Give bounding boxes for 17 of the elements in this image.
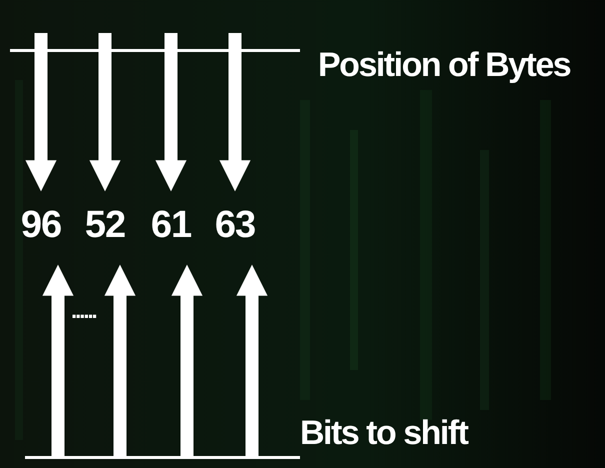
arrow bbox=[42, 264, 74, 456]
arrow bbox=[25, 33, 57, 192]
arrow bbox=[155, 33, 187, 192]
arrow bbox=[171, 264, 203, 456]
arrow bbox=[236, 264, 268, 456]
baseline-bar bbox=[25, 456, 300, 459]
arrow bbox=[219, 33, 251, 192]
byte-number: 96 bbox=[18, 200, 64, 250]
ellipsis-dots: ...... bbox=[71, 300, 96, 322]
arrow bbox=[104, 264, 136, 456]
byte-number: 61 bbox=[148, 200, 194, 250]
byte-number: 63 bbox=[212, 200, 258, 250]
axis-caption: Bits to shift bbox=[300, 413, 468, 454]
arrow bbox=[89, 33, 121, 192]
baseline-bar bbox=[10, 49, 300, 52]
byte-number: 52 bbox=[82, 200, 128, 250]
axis-caption: Position of Bytes bbox=[318, 45, 570, 86]
